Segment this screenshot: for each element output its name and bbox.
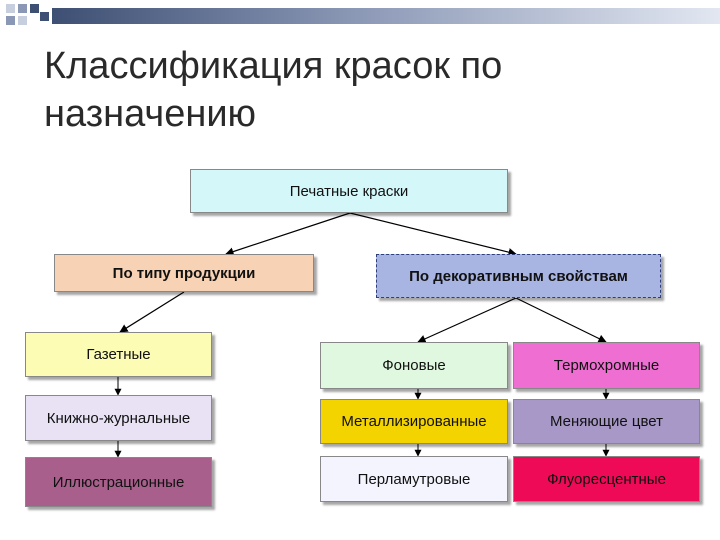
root-node: Печатные краски [190, 169, 508, 213]
leaf-node-label: Флуоресцентные [547, 470, 666, 488]
leaf-node-illyustratsionnye: Иллюстрационные [25, 457, 212, 507]
leaf-node-label: Газетные [86, 346, 151, 363]
branch-node-decorative-label: По декоративным свойствам [409, 267, 628, 285]
leaf-node-fluorestsentnye: Флуоресцентные [513, 456, 700, 502]
header-decoration [0, 0, 720, 32]
leaf-node-label: Термохромные [553, 357, 660, 374]
connector-root-left [225, 212, 351, 256]
leaf-node-label: Меняющие цвет [550, 413, 663, 430]
slide-title: Классификация красок по назначению [44, 45, 503, 135]
leaf-node-label: Книжно-журнальные [46, 409, 191, 427]
leaf-node-label: Перламутровые [357, 470, 471, 488]
leaf-node-label: Фоновые [382, 357, 446, 374]
connector-right-fonovye [417, 297, 517, 343]
connector-right-termo [515, 297, 607, 343]
branch-node-decorative: По декоративным свойствам [376, 254, 661, 298]
leaf-node-perlamutrovye: Перламутровые [320, 456, 508, 502]
leaf-node-knizhno-zhurnalnye: Книжно-журнальные [25, 395, 212, 441]
leaf-node-fonovye: Фоновые [320, 342, 508, 389]
branch-node-product-type-label: По типу продукции [112, 264, 256, 282]
root-node-label: Печатные краски [289, 182, 409, 200]
leaf-node-metallizirovannye: Металлизированные [320, 399, 508, 444]
leaf-node-termokhromnye: Термохромные [513, 342, 700, 389]
leaf-node-gazetnye: Газетные [25, 332, 212, 377]
leaf-node-menyayuschie-tsvet: Меняющие цвет [513, 399, 700, 444]
connector-left-gazetnye [119, 291, 185, 333]
leaf-node-label: Иллюстрационные [52, 473, 185, 491]
connector-root-right [349, 212, 517, 257]
leaf-node-label: Металлизированные [341, 413, 487, 430]
branch-node-product-type: По типу продукции [54, 254, 314, 292]
